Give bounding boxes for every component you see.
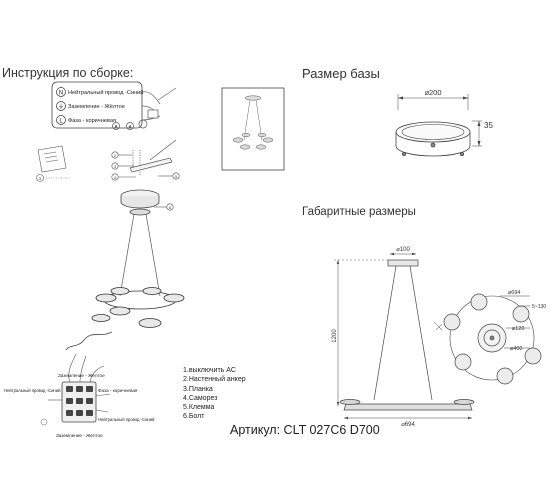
article-number: Артикул: CLT 027C6 D700 (230, 423, 380, 437)
svg-text:6: 6 (169, 205, 172, 210)
lower-ground-bottom-label: Заземление - Жёлтое (56, 433, 103, 438)
svg-text:3: 3 (114, 164, 117, 169)
plan-offset: 5~130 (532, 304, 546, 310)
svg-text:1: 1 (39, 176, 42, 181)
assembly-steps-list: 1.выключить AC 2.Настенный анкер 3.Планк… (183, 366, 246, 422)
lower-ground-top-label: Заземление - Жёлтое (58, 373, 105, 378)
svg-text:L: L (59, 119, 63, 125)
plan-ring-diameter: ⌀120 (512, 326, 525, 332)
base-drawing (395, 94, 482, 157)
svg-text:5: 5 (175, 174, 178, 179)
elevation-top-diameter: ⌀100 (396, 247, 410, 253)
lamp-disc (95, 293, 117, 303)
wall-switch-icon: 1 (36, 145, 70, 182)
lamp-disc (91, 314, 111, 322)
lamp-disc (163, 293, 185, 303)
svg-text:⏚: ⏚ (58, 104, 64, 111)
legend-ground-label: Заземление - Жёлтое (68, 104, 125, 110)
phase-symbol-icon (56, 115, 66, 125)
ground-symbol-icon (56, 101, 66, 111)
ceiling-bracket (129, 139, 177, 175)
legend-phase-label: Фаза - коричневая (68, 118, 116, 124)
base-height-label: 35 (484, 121, 493, 130)
step-5: 5.Клемма (183, 404, 215, 412)
lamp-disc (109, 306, 131, 316)
legend-frame (51, 81, 143, 129)
svg-text:4: 4 (114, 175, 117, 180)
legend-neutral-label: Нейтральный провод -Синий (68, 89, 143, 96)
terminal-block-diagram: Заземление - Жёлтое Нейтральный провод -… (4, 353, 155, 438)
step-1: 1.выключить AC (183, 367, 236, 374)
lower-neutral-right-label: Нейтральный провод -Синий (98, 417, 155, 422)
fixture-thumbnail (221, 87, 285, 171)
lamp-disc (110, 287, 130, 295)
svg-text:2: 2 (114, 153, 117, 158)
wiring-legend: N Нейтральный провод -Синий ⏚ Заземление… (51, 81, 143, 129)
lamp-disc (138, 318, 162, 328)
exploded-callouts (111, 151, 180, 211)
svg-text:3: 3 (115, 124, 118, 129)
neutral-symbol-icon (56, 87, 66, 97)
elevation-drawing (334, 252, 475, 420)
elevation-height: 1200 (332, 329, 338, 343)
elevation-bottom-diameter: ⌀694 (401, 422, 415, 428)
legend-wires: 3 4 (112, 87, 177, 130)
step-2: 2.Настенный анкер (183, 376, 246, 384)
base-diameter-label: ⌀200 (424, 88, 441, 97)
step-4: 4.Саморез (183, 394, 218, 402)
svg-text:4: 4 (129, 124, 132, 129)
assembly-heading: Инструкция по сборке: (2, 66, 134, 80)
canopy (120, 189, 160, 216)
plan-outer-diameter: ⌀694 (508, 290, 521, 296)
lower-phase-label: Фаза - коричневая (98, 388, 138, 393)
svg-text:N: N (59, 91, 63, 97)
suspension-cables (119, 213, 161, 297)
power-cable (65, 331, 113, 351)
base-size-heading: Размер базы (302, 66, 380, 81)
step-6: 6.Болт (183, 413, 205, 421)
lower-neutral-label: Нейтральный провод -Синий (4, 388, 61, 393)
lamp-disc (142, 287, 162, 295)
plan-inner-diameter: ⌀400 (510, 346, 523, 352)
fixture-ring (91, 287, 185, 328)
overall-dimensions-heading: Габаритные размеры (302, 206, 416, 218)
step-3: 3.Планка (183, 385, 213, 393)
plan-view-drawing (433, 293, 542, 385)
